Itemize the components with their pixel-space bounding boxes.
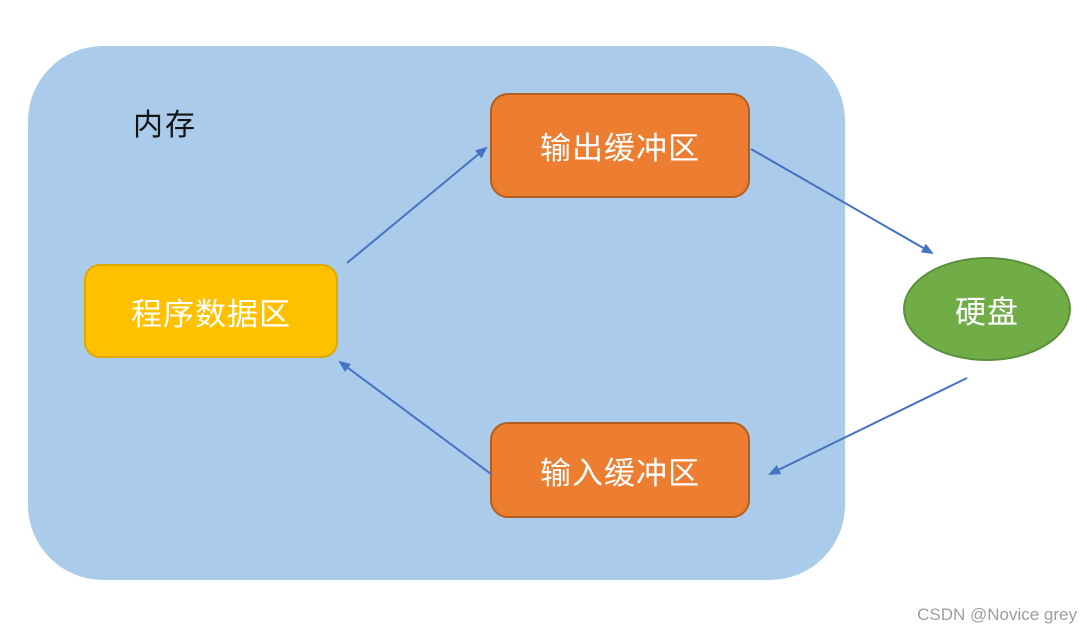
node-program-data-label: 程序数据区 xyxy=(131,296,291,332)
node-input-buffer: 输入缓冲区 xyxy=(490,422,750,518)
node-input-buffer-label: 输入缓冲区 xyxy=(540,455,700,491)
node-program-data: 程序数据区 xyxy=(84,264,338,358)
node-output-buffer-label: 输出缓冲区 xyxy=(540,131,700,166)
watermark: CSDN @Novice grey xyxy=(917,605,1077,624)
node-output-buffer: 输出缓冲区 xyxy=(490,93,750,198)
node-hard-disk-label: 硬盘 xyxy=(955,294,1019,330)
memory-region-label: 内存 xyxy=(133,109,197,142)
node-hard-disk: 硬盘 xyxy=(903,257,1071,361)
